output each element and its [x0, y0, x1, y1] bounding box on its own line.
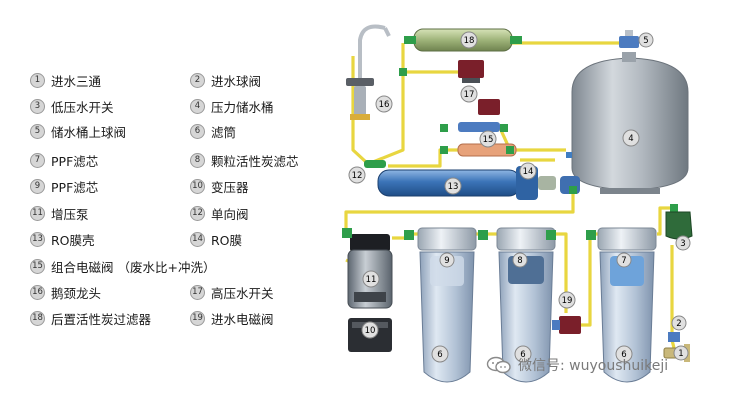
callout-number: 15 — [483, 135, 494, 145]
callout-number: 8 — [517, 256, 522, 266]
callout-11: 11 — [363, 271, 379, 287]
callout-3: 3 — [676, 236, 690, 250]
fitting — [506, 146, 514, 154]
callout-13: 13 — [445, 178, 461, 194]
callout-number: 13 — [448, 182, 459, 192]
callout-14: 14 — [520, 163, 536, 179]
ro-membrane-housing — [378, 166, 580, 200]
fitting — [586, 230, 596, 240]
callout-10: 10 — [362, 322, 378, 338]
callout-number: 6 — [437, 350, 442, 360]
callout-5: 5 — [639, 33, 653, 47]
inlet-solenoid-valve — [552, 316, 581, 334]
callout-number: 2 — [676, 319, 681, 329]
callout-number: 1 — [678, 349, 683, 359]
callout-number: 4 — [628, 134, 633, 144]
wechat-icon — [486, 356, 512, 374]
callout-9: 9 — [440, 253, 454, 267]
callout-number: 5 — [643, 36, 648, 46]
callout-number: 17 — [464, 90, 475, 100]
fitting — [546, 230, 556, 240]
callout-number: 18 — [464, 36, 475, 46]
callout-4: 4 — [623, 130, 639, 146]
callout-19: 19 — [559, 292, 575, 308]
callout-number: 10 — [365, 326, 376, 336]
callout-number: 3 — [680, 239, 685, 249]
fitting — [440, 146, 448, 154]
callout-17: 17 — [461, 86, 477, 102]
callout-number: 19 — [562, 296, 573, 306]
callout-number: 11 — [366, 275, 377, 285]
check-valve — [364, 160, 386, 168]
fitting — [399, 68, 407, 76]
tank-ball-valve — [619, 30, 639, 48]
wechat-watermark: 微信号: wuyoushuikeji — [486, 355, 668, 375]
fitting — [404, 230, 414, 240]
callout-number: 9 — [444, 256, 449, 266]
watermark-text: 微信号: wuyoushuikeji — [518, 355, 668, 375]
fitting — [342, 228, 352, 238]
callout-number: 12 — [352, 171, 363, 181]
callout-16: 16 — [376, 96, 392, 112]
callout-number: 7 — [621, 256, 626, 266]
callout-number: 14 — [523, 167, 534, 177]
fitting — [440, 124, 448, 132]
high-pressure-switch — [458, 60, 484, 83]
fitting — [478, 230, 488, 240]
callout-number: 16 — [379, 100, 390, 110]
pressure-storage-tank — [566, 52, 688, 194]
callout-7: 7 — [617, 253, 631, 267]
callout-2: 2 — [672, 316, 686, 330]
fitting — [569, 186, 577, 194]
callout-12: 12 — [349, 167, 365, 183]
callout-15: 15 — [480, 131, 496, 147]
callout-6a: 6 — [432, 346, 448, 362]
callout-18: 18 — [461, 32, 477, 48]
fitting — [500, 124, 508, 132]
callout-8: 8 — [513, 253, 527, 267]
callout-1: 1 — [674, 346, 688, 360]
filter-housing-stage3 — [418, 228, 476, 382]
